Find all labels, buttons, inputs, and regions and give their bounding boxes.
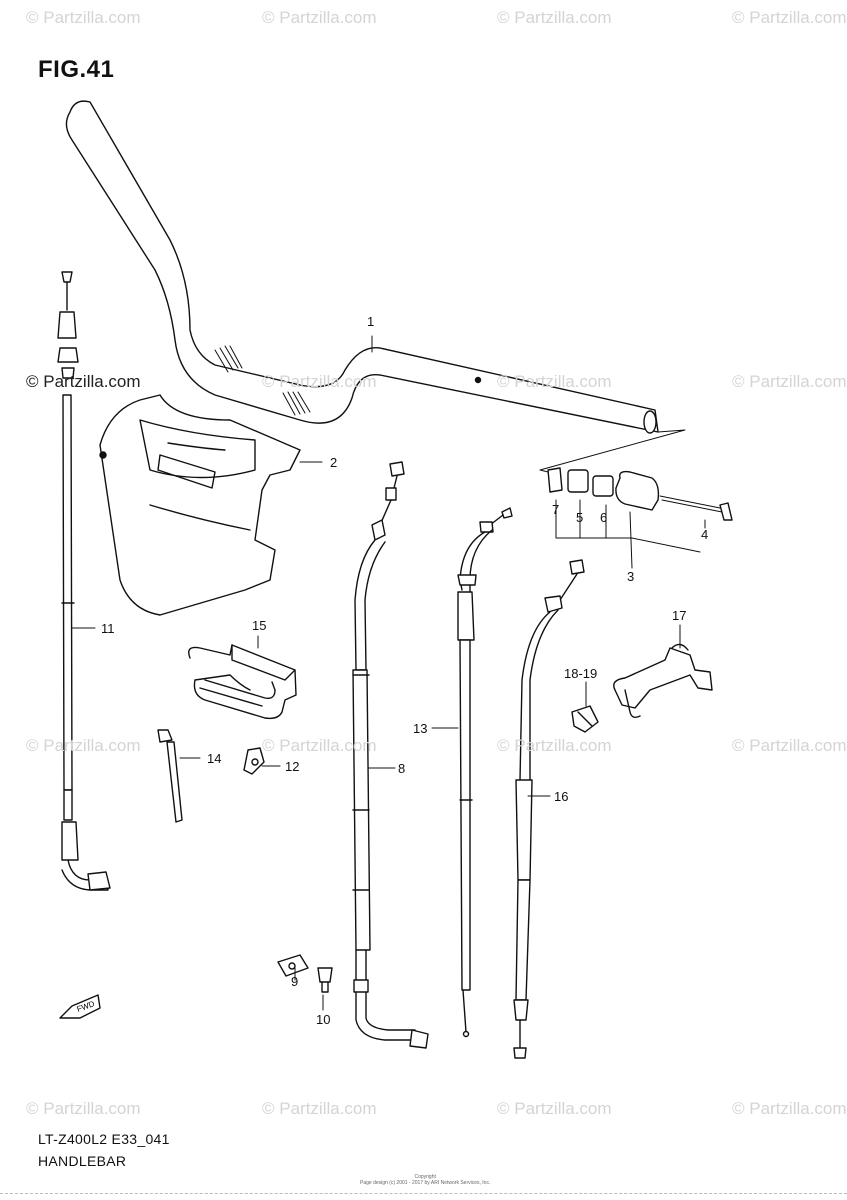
balancer-assembly-shape: [547, 467, 733, 569]
watermark: © Partzilla.com: [262, 372, 377, 391]
cable-clamp-shape: [571, 705, 599, 733]
callout-7[interactable]: 7: [552, 502, 560, 517]
watermark: © Partzilla.com: [497, 8, 612, 27]
callout-1[interactable]: 1: [367, 314, 375, 329]
watermark: © Partzilla.com: [26, 372, 141, 391]
throttle-cable-shape: [352, 461, 429, 1049]
callout-3[interactable]: 3: [627, 569, 635, 584]
callout-16[interactable]: 16: [554, 789, 569, 804]
callout-14[interactable]: 14: [207, 751, 222, 766]
callout-15[interactable]: 15: [252, 618, 267, 633]
rear-brake-cable-shape: [513, 559, 585, 1059]
callout-2[interactable]: 2: [330, 455, 338, 470]
watermark: © Partzilla.com: [497, 372, 612, 391]
watermark: © Partzilla.com: [26, 1099, 141, 1118]
callout-6[interactable]: 6: [600, 510, 608, 525]
callout-5[interactable]: 5: [576, 510, 584, 525]
leader-lines: [71, 335, 681, 1011]
watermark: © Partzilla.com: [732, 736, 847, 755]
callout-11[interactable]: 11: [101, 621, 115, 636]
watermark: © Partzilla.com: [732, 372, 847, 391]
callout-4[interactable]: 4: [701, 527, 709, 542]
front-brake-cable-shape: [457, 507, 513, 1038]
bottom-divider: [0, 1193, 847, 1194]
watermark: © Partzilla.com: [732, 8, 847, 27]
model-code: LT-Z400L2 E33_041: [38, 1131, 170, 1147]
callout-18-19[interactable]: 18-19: [564, 666, 598, 681]
watermark: © Partzilla.com: [497, 1099, 612, 1118]
watermark: © Partzilla.com: [262, 736, 377, 755]
copyright-line-1: Copyright: [414, 1174, 436, 1180]
callout-9[interactable]: 9: [291, 974, 299, 989]
copyright-line-2: Page design (c) 2001 - 2017 by ARI Netwo…: [360, 1180, 491, 1186]
cable-guide-bracket-shape: [188, 644, 297, 720]
callout-10[interactable]: 10: [316, 1012, 331, 1027]
callout-17[interactable]: 17: [672, 608, 687, 623]
watermark: © Partzilla.com: [497, 736, 612, 755]
cable-tie-shape: [157, 729, 183, 823]
cable-clip-shape: [243, 747, 265, 775]
lever-bracket-shape: [613, 643, 713, 719]
handlebar-pad-shape: [99, 394, 301, 616]
callout-13[interactable]: 13: [413, 721, 428, 736]
copyright-notice: Copyright Page design (c) 2001 - 2017 by…: [360, 1174, 490, 1186]
clamp-plate-shape: [277, 954, 333, 993]
watermark: © Partzilla.com: [262, 1099, 377, 1118]
figure-title: FIG.41: [38, 56, 115, 83]
fwd-arrow-shape: [59, 994, 101, 1019]
callout-8[interactable]: 8: [398, 761, 406, 776]
section-name: HANDLEBAR: [38, 1153, 127, 1169]
watermark: © Partzilla.com: [26, 736, 141, 755]
speedometer-cable-shape: [57, 271, 111, 891]
watermark: © Partzilla.com: [732, 1099, 847, 1118]
watermark: © Partzilla.com: [26, 8, 141, 27]
watermark: © Partzilla.com: [262, 8, 377, 27]
callout-12[interactable]: 12: [285, 759, 300, 774]
